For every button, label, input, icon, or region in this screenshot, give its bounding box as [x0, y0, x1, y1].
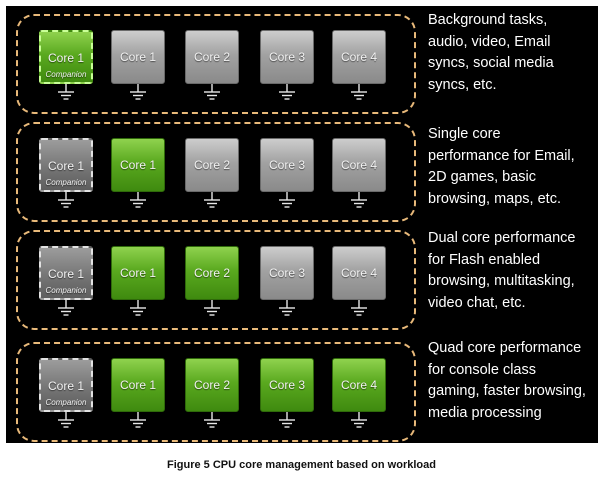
workload-description: Quad core performance for console class … [428, 340, 586, 421]
workload-row: Core 1 Companion Core 1 Core 2 Core 3 Core 4 D… [6, 228, 598, 333]
core-label: Core 1 [119, 266, 157, 280]
core-label: Core 1 [47, 51, 85, 65]
ground-icon [349, 412, 369, 432]
cpu-core-block: Core 3 [260, 138, 314, 192]
companion-core-block: Core 1 Companion [39, 30, 93, 84]
companion-label: Companion [45, 286, 87, 295]
workload-row: Core 1 Companion Core 1 Core 2 Core 3 Core 4 Q… [6, 340, 598, 445]
ground-icon [56, 300, 76, 320]
core-label: Core 2 [193, 378, 231, 392]
companion-core-block: Core 1 Companion [39, 246, 93, 300]
ground-icon [56, 84, 76, 104]
ground-icon [128, 192, 148, 212]
core-label: Core 2 [193, 50, 231, 64]
core-label: Core 2 [193, 266, 231, 280]
workload-description: Background tasks, audio, video, Email sy… [428, 12, 554, 93]
ground-icon [202, 300, 222, 320]
dashed-group-frame [16, 230, 416, 330]
core-label: Core 1 [119, 378, 157, 392]
core-label: Core 4 [340, 266, 378, 280]
companion-label: Companion [45, 70, 87, 79]
cpu-core-block: Core 2 [185, 30, 239, 84]
ground-icon [277, 84, 297, 104]
workload-row: Core 1 Companion Core 1 Core 2 Core 3 Core 4 S… [6, 120, 598, 225]
figure-caption: Figure 5 CPU core management based on wo… [167, 459, 436, 471]
cpu-core-block: Core 1 [111, 30, 165, 84]
companion-core-block: Core 1 Companion [39, 138, 93, 192]
workload-row: Core 1 Companion Core 1 Core 2 Core 3 Core 4 B… [6, 12, 598, 117]
ground-icon [349, 192, 369, 212]
core-label: Core 4 [340, 378, 378, 392]
cpu-core-block: Core 2 [185, 246, 239, 300]
ground-icon [349, 300, 369, 320]
cpu-core-block: Core 1 [111, 358, 165, 412]
ground-icon [128, 300, 148, 320]
cpu-core-block: Core 1 [111, 138, 165, 192]
ground-icon [202, 84, 222, 104]
companion-label: Companion [45, 398, 87, 407]
core-label: Core 3 [268, 378, 306, 392]
dashed-group-frame [16, 14, 416, 114]
cpu-core-block: Core 3 [260, 30, 314, 84]
ground-icon [349, 84, 369, 104]
workload-description: Dual core performance for Flash enabled … [428, 230, 576, 311]
companion-label: Companion [45, 178, 87, 187]
core-label: Core 2 [193, 158, 231, 172]
core-label: Core 1 [47, 267, 85, 281]
dashed-group-frame [16, 342, 416, 442]
core-label: Core 3 [268, 266, 306, 280]
cpu-core-block: Core 3 [260, 246, 314, 300]
core-label: Core 1 [47, 379, 85, 393]
ground-icon [56, 412, 76, 432]
cpu-core-block: Core 4 [332, 358, 386, 412]
cpu-core-block: Core 4 [332, 138, 386, 192]
ground-icon [277, 192, 297, 212]
workload-description: Single core performance for Email, 2D ga… [428, 126, 575, 207]
ground-icon [202, 192, 222, 212]
ground-icon [56, 192, 76, 212]
core-label: Core 1 [47, 159, 85, 173]
companion-core-block: Core 1 Companion [39, 358, 93, 412]
core-label: Core 3 [268, 158, 306, 172]
ground-icon [202, 412, 222, 432]
core-label: Core 3 [268, 50, 306, 64]
cpu-core-block: Core 4 [332, 30, 386, 84]
ground-icon [128, 84, 148, 104]
ground-icon [277, 300, 297, 320]
dashed-group-frame [16, 122, 416, 222]
core-label: Core 1 [119, 158, 157, 172]
cpu-core-block: Core 1 [111, 246, 165, 300]
core-label: Core 4 [340, 50, 378, 64]
cpu-core-block: Core 2 [185, 358, 239, 412]
ground-icon [128, 412, 148, 432]
core-label: Core 4 [340, 158, 378, 172]
cpu-core-block: Core 2 [185, 138, 239, 192]
ground-icon [277, 412, 297, 432]
core-label: Core 1 [119, 50, 157, 64]
cpu-core-block: Core 3 [260, 358, 314, 412]
cpu-core-block: Core 4 [332, 246, 386, 300]
